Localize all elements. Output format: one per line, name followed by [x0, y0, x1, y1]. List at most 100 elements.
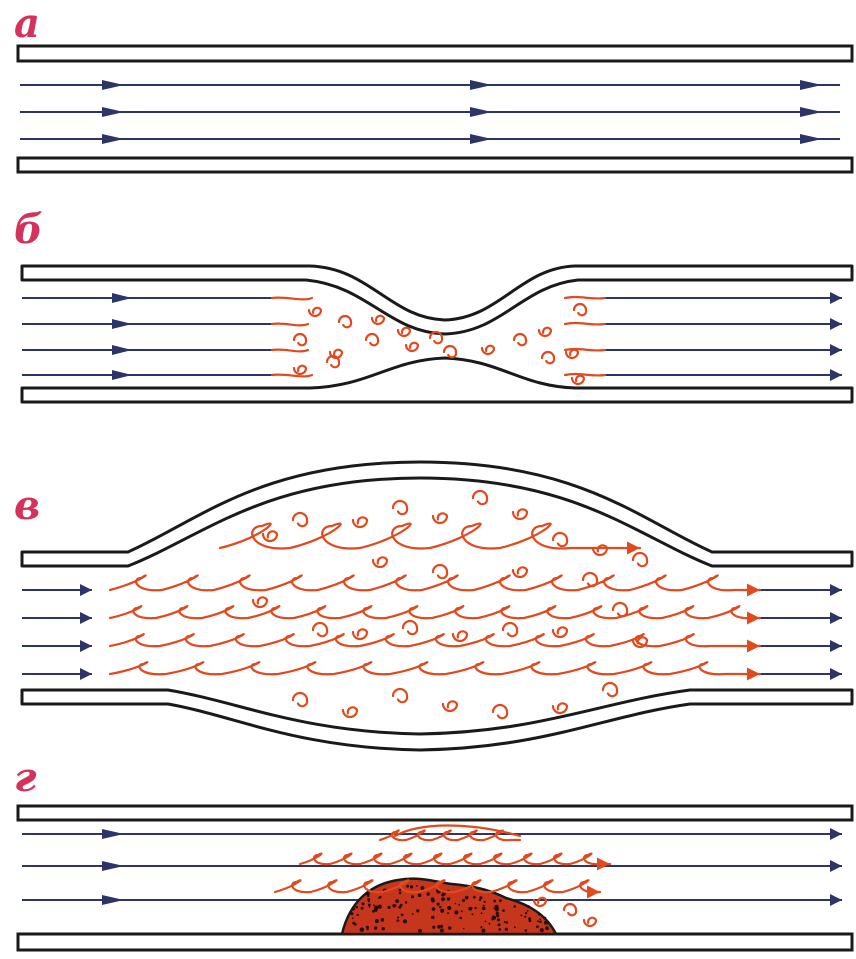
plaque-speck — [440, 909, 444, 913]
plaque-speck — [416, 885, 418, 887]
turbulent-stream — [110, 634, 760, 646]
eddy — [444, 346, 456, 357]
plaque-speck — [369, 906, 371, 908]
eddy — [398, 328, 410, 336]
plaque-speck — [474, 907, 476, 909]
plaque-speck — [483, 905, 485, 907]
plaque-speck — [352, 907, 355, 910]
plaque-speck — [381, 918, 385, 922]
plaque-speck — [527, 910, 529, 912]
plaque-speck — [529, 919, 532, 922]
plaque-speck — [471, 907, 473, 909]
plaque-speck — [545, 926, 549, 930]
eddy — [339, 316, 351, 327]
vessel-wall-top — [22, 462, 852, 566]
eddy — [613, 603, 627, 616]
plaque-speck — [525, 929, 528, 932]
turbulent-stream — [220, 523, 640, 548]
eddy — [272, 375, 312, 377]
plaque-speck — [375, 919, 379, 923]
eddy — [566, 350, 578, 358]
plaque-speck — [498, 923, 501, 926]
plaque-speck — [399, 889, 402, 892]
plaque-speck — [437, 925, 441, 929]
plaque-speck — [360, 928, 364, 932]
plaque-speck — [505, 928, 508, 931]
plaque-speck — [499, 899, 502, 902]
plaque-speck — [431, 899, 435, 903]
plaque-speck — [506, 921, 508, 923]
plaque-speck — [406, 885, 409, 888]
plaque-speck — [448, 926, 451, 929]
eddy — [272, 298, 312, 300]
plaque-speck — [448, 907, 451, 910]
plaque-speck — [395, 899, 399, 903]
plaque-speck — [520, 915, 522, 917]
plaque-speck — [412, 913, 414, 915]
eddy — [309, 308, 321, 316]
plaque-speck — [504, 921, 506, 923]
plaque-speck — [373, 904, 375, 906]
eddy — [393, 501, 407, 514]
panel-a-normal-vessel — [18, 46, 852, 172]
plaque-speck — [527, 905, 530, 908]
plaque-speck — [538, 913, 541, 916]
panel-v-aneurysm-vessel — [22, 462, 852, 750]
plaque-speck — [492, 916, 496, 920]
plaque-speck — [374, 926, 377, 929]
plaque-speck — [379, 896, 382, 899]
plaque-speck — [485, 921, 487, 923]
plaque-speck — [472, 913, 474, 915]
plaque-speck — [525, 912, 527, 914]
eddy — [565, 297, 605, 298]
plaque-speck — [405, 901, 407, 903]
plaque-speck — [484, 901, 486, 903]
plaque-speck — [352, 917, 354, 919]
turbulent-stream — [110, 575, 760, 590]
eddy — [493, 705, 507, 718]
eddy — [565, 374, 605, 375]
plaque-speck — [482, 907, 486, 911]
plaque-speck — [462, 899, 465, 902]
plaque-speck — [354, 923, 357, 926]
plaque-speck — [416, 909, 419, 912]
plaque-speck — [536, 925, 539, 928]
eddy — [473, 491, 487, 504]
eddy — [572, 376, 584, 384]
eddy — [553, 533, 567, 546]
plaque-speck — [395, 905, 397, 907]
plaque-speck — [441, 894, 444, 897]
vessel-wall-bottom — [18, 934, 852, 950]
eddy — [406, 343, 418, 351]
plaque-speck — [418, 893, 422, 897]
eddy — [403, 621, 417, 634]
eddy — [294, 366, 306, 374]
plaque-speck — [498, 928, 501, 931]
eddy — [583, 573, 597, 586]
plaque-speck — [368, 900, 370, 902]
plaque-speck — [399, 892, 402, 895]
eddy — [553, 703, 567, 713]
plaque-speck — [361, 907, 364, 910]
plaque-speck — [514, 926, 516, 928]
plaque-speck — [537, 920, 539, 922]
eddy — [482, 346, 494, 354]
plaque-speck — [455, 903, 457, 905]
plaque-speck — [431, 916, 434, 919]
eddy — [272, 324, 308, 326]
eddy — [565, 323, 605, 324]
plaque-speck — [432, 907, 436, 911]
plaque-speck — [439, 906, 441, 908]
plaque-speck — [539, 920, 542, 923]
plaque-speck — [539, 918, 541, 920]
plaque-speck — [479, 899, 481, 901]
plaque-speck — [496, 914, 499, 917]
eddy — [293, 513, 307, 526]
plaque-speck — [480, 926, 482, 928]
plaque-speck — [540, 928, 544, 932]
plaque-speck — [427, 892, 430, 895]
laminar-flow-lines — [20, 85, 840, 139]
plaque-speck — [497, 918, 500, 921]
eddy — [373, 557, 387, 567]
plaque-speck — [493, 908, 495, 910]
